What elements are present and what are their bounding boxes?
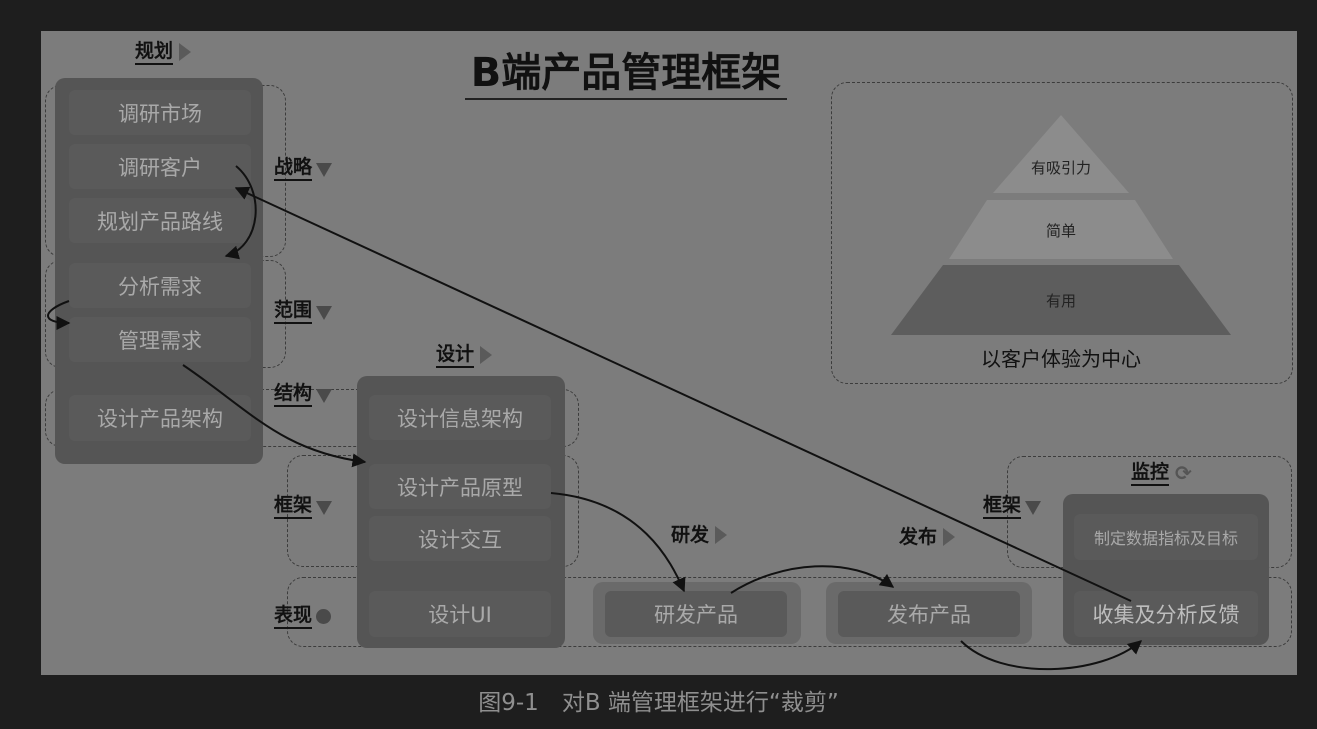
layer-framework2-text: 框架 <box>983 493 1022 519</box>
box-design-interaction: 设计交互 <box>369 516 551 561</box>
box-design-ui: 设计UI <box>369 591 551 637</box>
arrow-manage-to-prototype <box>182 364 367 468</box>
arrow-feedback-to-customer <box>234 186 1132 602</box>
phase-develop-label: 研发 <box>671 523 728 547</box>
layer-structure-label: 结构 <box>274 381 333 407</box>
down-triangle-icon <box>316 163 333 177</box>
down-triangle-icon <box>316 306 333 320</box>
layer-framework2-label: 框架 <box>983 493 1042 519</box>
right-triangle-icon <box>480 346 493 364</box>
right-triangle-icon <box>179 43 192 61</box>
pyramid-chart <box>891 115 1231 335</box>
phase-design-label: 设计 <box>436 342 493 368</box>
down-triangle-icon <box>1025 501 1042 515</box>
box-research-market: 调研市场 <box>69 90 251 135</box>
box-release-product: 发布产品 <box>838 591 1020 637</box>
layer-surface-text: 表现 <box>274 603 313 629</box>
layer-strategy-label: 战略 <box>274 155 333 181</box>
figure-caption: 图9-1 对B 端管理框架进行“裁剪” <box>478 690 839 716</box>
layer-structure-text: 结构 <box>274 381 313 407</box>
phase-release-label: 发布 <box>899 525 956 549</box>
pyramid-caption: 以客户体验为中心 <box>981 347 1141 371</box>
pyramid-frame <box>831 82 1293 384</box>
phase-monitor-label: 监控 ⟳ <box>1131 460 1192 486</box>
box-design-product-architecture: 设计产品架构 <box>69 395 251 441</box>
box-develop-product: 研发产品 <box>605 591 787 637</box>
layer-scope-label: 范围 <box>274 298 333 324</box>
arrow-prototype-to-develop <box>550 492 686 593</box>
surface-band <box>287 577 1292 647</box>
right-triangle-icon <box>715 526 728 544</box>
pyramid-tier-bottom <box>891 265 1231 335</box>
phase-develop-text: 研发 <box>671 524 710 546</box>
arrow-analyze-to-manage <box>47 300 71 330</box>
arrow-release-to-feedback <box>960 640 1143 671</box>
pyramid-bottom-label: 有用 <box>1045 292 1076 310</box>
layer-framework-text: 框架 <box>274 493 313 519</box>
layer-framework-label: 框架 <box>274 493 333 519</box>
box-design-info-architecture: 设计信息架构 <box>369 395 551 440</box>
box-design-prototype: 设计产品原型 <box>369 464 551 509</box>
circle-icon <box>316 608 332 624</box>
phase-release-text: 发布 <box>899 526 938 548</box>
box-plan-roadmap: 规划产品路线 <box>69 198 251 243</box>
down-triangle-icon <box>316 501 333 515</box>
layer-scope-text: 范围 <box>274 298 313 324</box>
phase-monitor-text: 监控 <box>1131 460 1170 486</box>
diagram-panel: 调研市场 调研客户 规划产品路线 分析需求 管理需求 设计产品架构 设计信息架构… <box>41 31 1297 675</box>
box-analyze-requirements: 分析需求 <box>69 263 251 308</box>
phase-plan-text: 规划 <box>135 39 174 65</box>
right-triangle-icon <box>943 528 956 546</box>
pyramid-top-label: 有吸引力 <box>1030 159 1091 177</box>
arrow-develop-to-release <box>730 565 895 594</box>
arrow-customer-to-analyze <box>224 165 257 260</box>
phase-plan-label: 规划 <box>135 39 192 65</box>
phase-design-text: 设计 <box>436 342 475 368</box>
structure-band <box>45 389 579 447</box>
box-set-metrics: 制定数据指标及目标 <box>1074 514 1258 560</box>
pyramid-tier-middle <box>949 200 1173 259</box>
pyramid-middle-label: 简单 <box>1045 222 1076 240</box>
box-research-customer: 调研客户 <box>69 144 251 189</box>
diagram-title: B端产品管理框架 <box>465 51 787 100</box>
box-collect-feedback: 收集及分析反馈 <box>1074 591 1258 637</box>
pyramid-tier-top <box>993 115 1129 193</box>
layer-surface-label: 表现 <box>274 603 332 629</box>
down-triangle-icon <box>316 389 333 403</box>
layer-strategy-text: 战略 <box>274 155 313 181</box>
cycle-icon: ⟳ <box>1175 461 1192 485</box>
flow-arrows <box>47 165 1143 671</box>
box-manage-requirements: 管理需求 <box>69 317 251 362</box>
